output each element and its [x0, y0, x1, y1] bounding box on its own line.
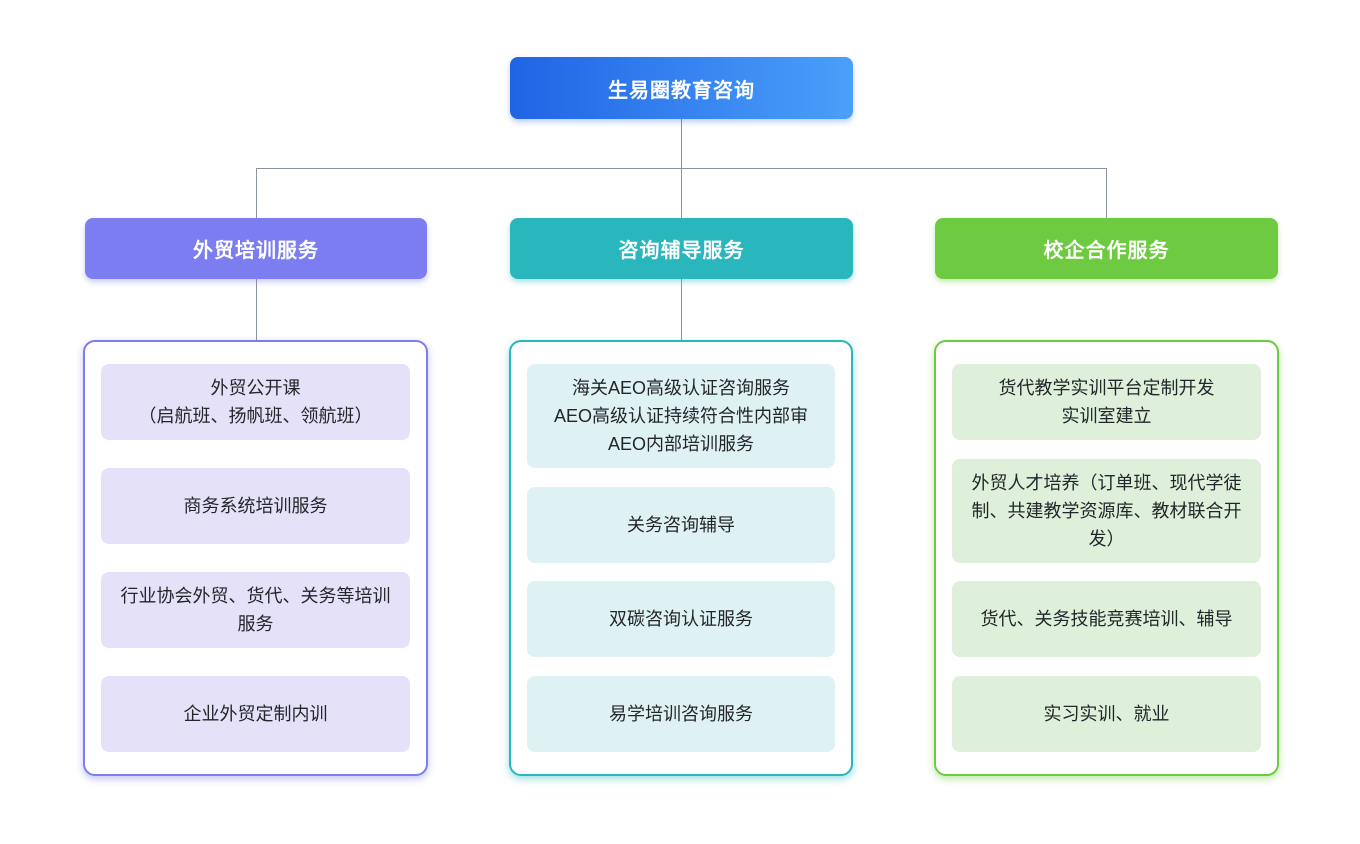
- panel-school-enterprise-cooperation: 货代教学实训平台定制开发 实训室建立 外贸人才培养（订单班、现代学徒制、共建教学…: [934, 340, 1279, 776]
- node-company-root-label: 生易圈教育咨询: [608, 79, 755, 102]
- connector-branch-2-drop: [681, 168, 682, 218]
- item-customs-consulting: 关务咨询辅导: [527, 486, 835, 563]
- item-dual-carbon: 双碳咨询认证服务: [527, 581, 835, 658]
- connector-root-drop: [681, 119, 682, 169]
- item-skills-competition: 货代、关务技能竞赛培训、辅导: [952, 581, 1261, 658]
- node-school-enterprise-cooperation-label: 校企合作服务: [1043, 240, 1170, 262]
- node-foreign-trade-training: 外贸培训服务: [85, 218, 427, 279]
- panel-consulting-coaching: 海关AEO高级认证咨询服务 AEO高级认证持续符合性内部审 AEO内部培训服务 …: [509, 340, 853, 776]
- item-yixue-training: 易学培训咨询服务: [527, 675, 835, 752]
- node-consulting-coaching-label: 咨询辅导服务: [618, 240, 745, 262]
- connector-branch-3-drop: [1106, 168, 1107, 218]
- item-industry-association-training: 行业协会外贸、货代、关务等培训服务: [101, 572, 410, 648]
- item-business-system-training: 商务系统培训服务: [101, 468, 410, 544]
- connector-branch-1-panel-drop: [256, 279, 257, 340]
- item-talent-cultivation: 外贸人才培养（订单班、现代学徒制、共建教学资源库、教材联合开发）: [952, 458, 1261, 563]
- item-freight-platform-dev: 货代教学实训平台定制开发 实训室建立: [952, 364, 1261, 440]
- node-foreign-trade-training-label: 外贸培训服务: [193, 240, 319, 262]
- connector-branch-2-panel-drop: [681, 279, 682, 340]
- node-consulting-coaching: 咨询辅导服务: [510, 218, 853, 279]
- connector-branch-1-drop: [256, 168, 257, 218]
- node-company-root: 生易圈教育咨询: [510, 57, 853, 119]
- item-internship-employment: 实习实训、就业: [952, 675, 1261, 752]
- item-enterprise-custom-training: 企业外贸定制内训: [101, 676, 410, 752]
- node-school-enterprise-cooperation: 校企合作服务: [935, 218, 1278, 279]
- item-aeo-certification: 海关AEO高级认证咨询服务 AEO高级认证持续符合性内部审 AEO内部培训服务: [527, 364, 835, 468]
- item-open-course: 外贸公开课 （启航班、扬帆班、领航班）: [101, 364, 410, 440]
- panel-foreign-trade-training: 外贸公开课 （启航班、扬帆班、领航班） 商务系统培训服务 行业协会外贸、货代、关…: [83, 340, 428, 776]
